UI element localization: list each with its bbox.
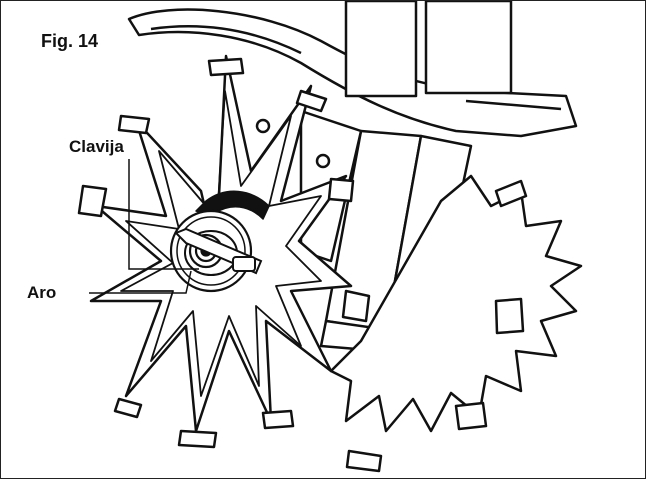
rear-tine-wheel: [329, 174, 583, 473]
pin-callout-label: Clavija: [69, 137, 124, 156]
figure-number: Fig. 14: [41, 31, 99, 51]
pin-leader-line: [128, 159, 199, 270]
ring-callout-label: Aro: [27, 283, 57, 302]
leader-lines: [89, 159, 199, 294]
ring-leader-line: [89, 270, 192, 294]
